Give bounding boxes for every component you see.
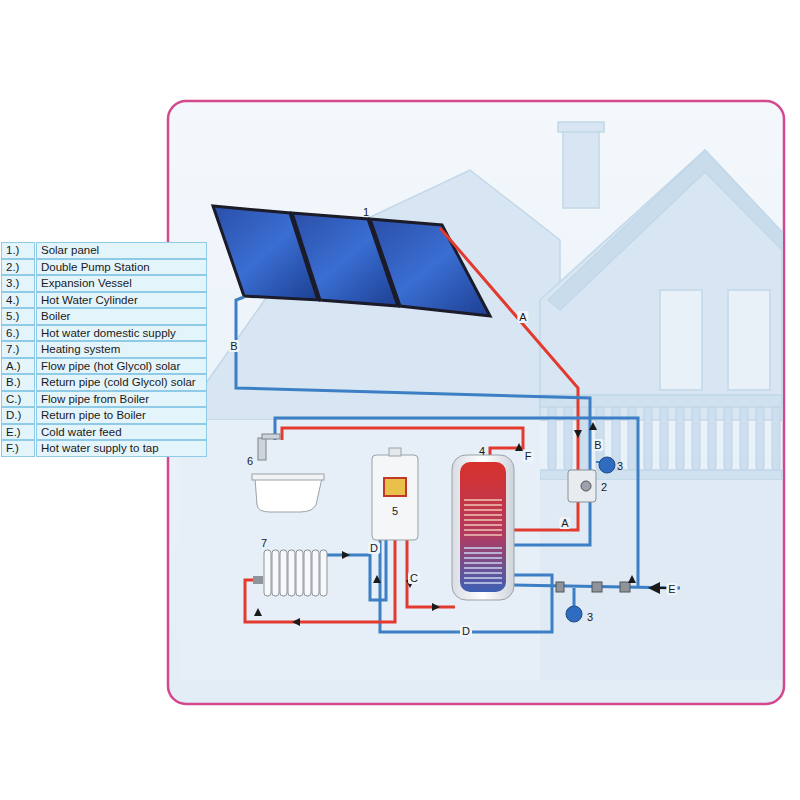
baluster [548, 407, 556, 470]
coil-winding [464, 567, 502, 569]
callout-number: 6 [245, 455, 255, 467]
radiator-fin [272, 550, 279, 596]
radiator-fin [320, 550, 327, 596]
key-number: 3.) [1, 275, 35, 292]
key-name: Double Pump Station [36, 259, 207, 276]
callout-number: 3 [615, 460, 625, 472]
key-number: E.) [1, 424, 35, 441]
coil-winding [464, 519, 502, 521]
key-number: 1.) [1, 242, 35, 259]
coil-winding [464, 504, 502, 506]
baluster [740, 407, 748, 470]
key-name: Flow pipe (hot Glycol) solar [36, 358, 207, 375]
callout-number: 5 [390, 505, 400, 517]
baluster [724, 407, 732, 470]
pipe-letter: B [228, 340, 239, 352]
baluster [564, 407, 572, 470]
callout-number: 2 [599, 481, 609, 493]
coil-winding [464, 557, 502, 559]
baluster [772, 407, 780, 470]
pipe-letter: E [666, 583, 677, 595]
key-name: Expansion Vessel [36, 275, 207, 292]
coil-winding [464, 562, 502, 564]
coil-winding [464, 547, 502, 549]
coil-winding [464, 529, 502, 531]
key-number: B.) [1, 374, 35, 391]
radiator-fin [304, 550, 311, 596]
key-number: 2.) [1, 259, 35, 276]
baluster [660, 407, 668, 470]
key-name: Hot water domestic supply [36, 325, 207, 342]
coil-winding [464, 582, 502, 584]
key-name: Boiler [36, 308, 207, 325]
baluster [628, 407, 636, 470]
coil-winding [464, 577, 502, 579]
pipe-letter: F [523, 450, 534, 462]
key-name: Heating system [36, 341, 207, 358]
baluster [692, 407, 700, 470]
radiator-fin [264, 550, 271, 596]
coil-winding [464, 534, 502, 536]
pipe-letter: C [408, 572, 420, 584]
key-number: C.) [1, 391, 35, 408]
key-number: D.) [1, 407, 35, 424]
baluster [756, 407, 764, 470]
baluster [580, 407, 588, 470]
key-name: Solar panel [36, 242, 207, 259]
key-number: 4.) [1, 292, 35, 309]
key-name: Hot water supply to tap [36, 440, 207, 457]
coil-winding [464, 572, 502, 574]
baluster [644, 407, 652, 470]
pipe-letter: A [559, 517, 570, 529]
radiator-fin [288, 550, 295, 596]
key-name: Cold water feed [36, 424, 207, 441]
pipe-letter: A [517, 311, 528, 323]
coil-winding [464, 524, 502, 526]
pipe-letter: D [368, 542, 380, 554]
baluster [676, 407, 684, 470]
coil-winding [464, 499, 502, 501]
key-number: 7.) [1, 341, 35, 358]
radiator-fin [280, 550, 287, 596]
key-number: A.) [1, 358, 35, 375]
callout-number: 3 [585, 611, 595, 623]
key-name: Flow pipe from Boiler [36, 391, 207, 408]
pipe-letter: B [592, 439, 603, 451]
key-number: 6.) [1, 325, 35, 342]
coil-winding [464, 514, 502, 516]
radiator-fin [312, 550, 319, 596]
baluster [708, 407, 716, 470]
callout-number: 7 [259, 537, 269, 549]
key-number: F.) [1, 440, 35, 457]
coil-winding [464, 509, 502, 511]
key-name: Hot Water Cylinder [36, 292, 207, 309]
key-number: 5.) [1, 308, 35, 325]
callout-number: 4 [477, 445, 487, 457]
radiator-fin [296, 550, 303, 596]
key-name: Return pipe to Boiler [36, 407, 207, 424]
pipe-letter: D [460, 625, 472, 637]
coil-winding [464, 552, 502, 554]
key-name: Return pipe (cold Glycol) solar [36, 374, 207, 391]
callout-number: 1 [361, 206, 371, 218]
